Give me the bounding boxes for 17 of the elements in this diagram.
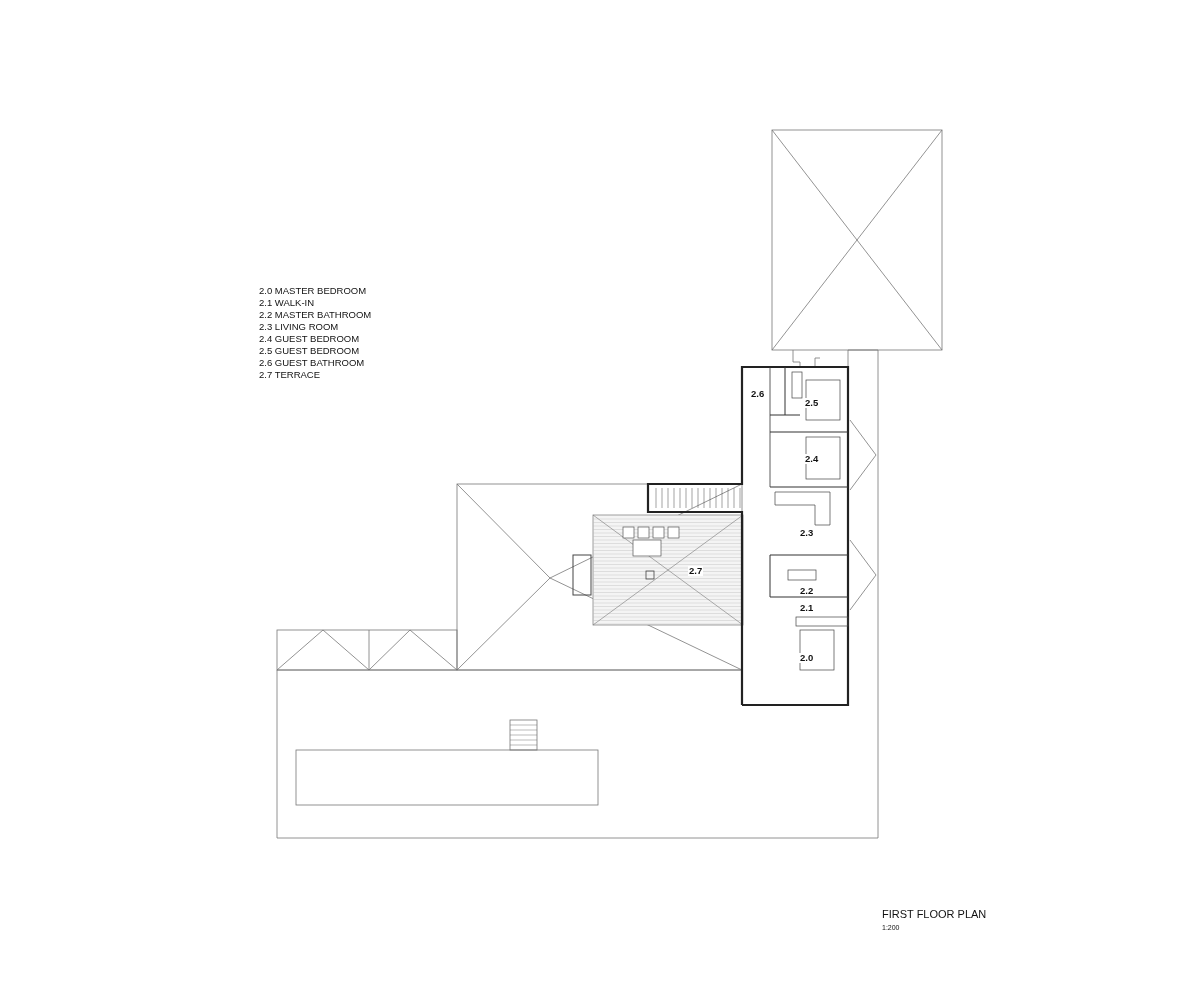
room-key-entry: 2.1 WALK-IN (259, 298, 315, 308)
room-number: 2.7 (688, 566, 704, 576)
room-key-entry: 2.0 MASTER BEDROOM (259, 286, 367, 296)
room-number: 2.3 (799, 528, 815, 538)
room-key-entry: 2.6 GUEST BATHROOM (259, 358, 365, 368)
room-key-entry: 2.5 GUEST BEDROOM (259, 346, 360, 356)
plan-title: FIRST FLOOR PLAN (882, 909, 987, 920)
room-number: 2.1 (799, 603, 815, 613)
room-number: 2.4 (804, 454, 820, 464)
room-key-entry: 2.2 MASTER BATHROOM (259, 310, 372, 320)
room-number: 2.6 (750, 389, 766, 399)
room-number: 2.5 (804, 398, 820, 408)
room-key-entry: 2.3 LIVING ROOM (259, 322, 339, 332)
room-number: 2.2 (799, 586, 815, 596)
room-key-entry: 2.4 GUEST BEDROOM (259, 334, 360, 344)
room-number: 2.0 (799, 653, 815, 663)
room-key-entry: 2.7 TERRACE (259, 370, 321, 380)
